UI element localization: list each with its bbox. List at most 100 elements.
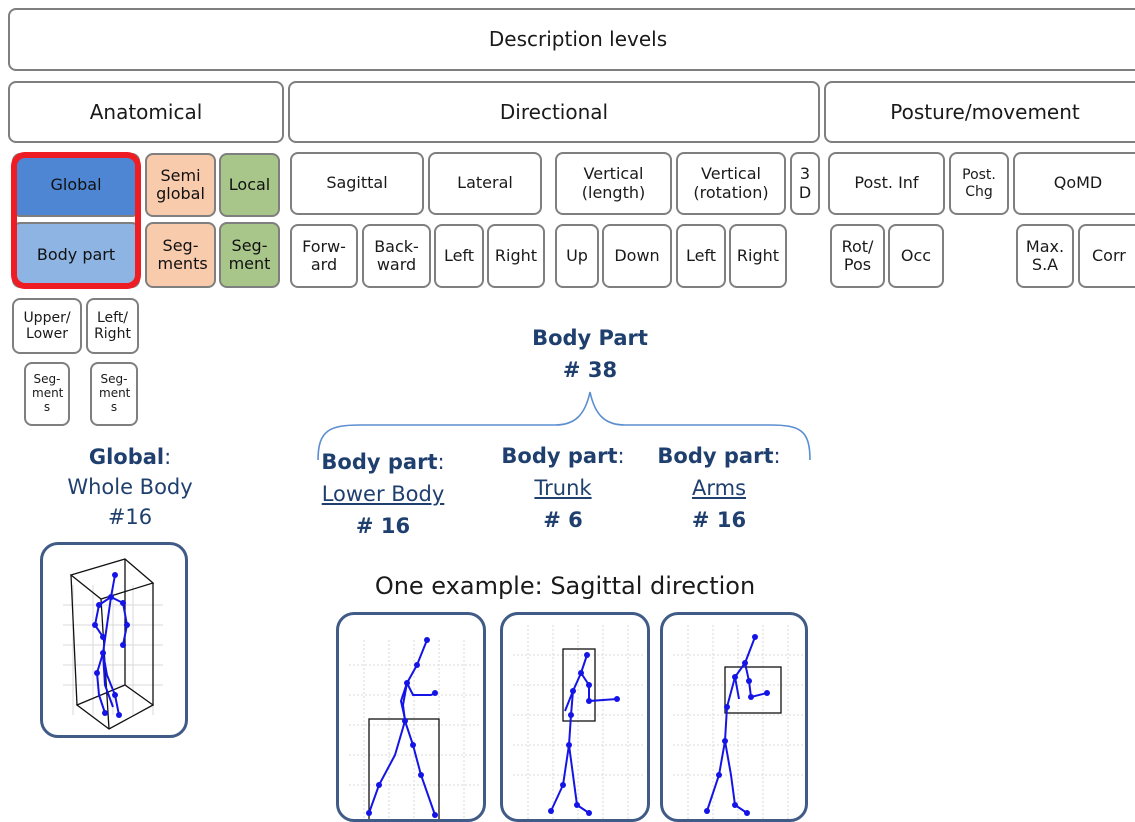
- left-label: Left: [443, 245, 475, 265]
- part-lower-body-head: Body part: [321, 450, 438, 474]
- part-trunk-colon: :: [617, 444, 625, 468]
- figure-trunk: [500, 612, 650, 822]
- category-posture: Posture/movement: [824, 81, 1135, 143]
- brace-path: [317, 391, 811, 461]
- left-right-box: Left/ Right: [86, 298, 139, 354]
- down-box: Down: [602, 224, 672, 288]
- trunk-plot: [513, 625, 643, 819]
- part-lower-body-count: # 16: [355, 514, 411, 538]
- forward-box: Forw- ard: [290, 224, 358, 288]
- part-arms-colon: :: [773, 444, 781, 468]
- right-box: Right: [487, 224, 545, 288]
- category-anatomical: Anatomical: [8, 81, 284, 143]
- segment-box: Seg- ment: [219, 222, 280, 288]
- part-trunk-name: Trunk: [534, 476, 592, 500]
- segment-label: Seg- ment: [228, 235, 271, 273]
- qomd-box: QoMD: [1013, 152, 1135, 215]
- part-lower-body-colon: :: [437, 450, 445, 474]
- backward-label: Back- ward: [374, 236, 419, 274]
- figure-lower-body: [336, 612, 486, 822]
- part-arms-head: Body part: [657, 444, 774, 468]
- vertical-length-box: Vertical (length): [555, 152, 672, 215]
- max-sa-box: Max. S.A: [1016, 224, 1074, 288]
- body-part-label: Body part: [36, 244, 116, 264]
- global-caption-name: Whole Body: [67, 475, 193, 499]
- arms-plot: [673, 625, 803, 819]
- part-lower-body: Body part: Lower Body # 16: [290, 446, 476, 542]
- part-trunk-head: Body part: [501, 444, 618, 468]
- global-caption-head: Global: [88, 445, 165, 469]
- post-chg-label: Post. Chg: [962, 167, 996, 200]
- three-d-label: 3 D: [798, 164, 812, 202]
- rot-pos-box: Rot/ Pos: [830, 224, 885, 288]
- part-arms-count: # 16: [691, 508, 747, 532]
- part-lower-body-name: Lower Body: [321, 482, 445, 506]
- lateral-label: Lateral: [457, 173, 513, 193]
- sagittal-box: Sagittal: [290, 152, 424, 215]
- corr-label: Corr: [1092, 245, 1126, 265]
- backward-box: Back- ward: [362, 224, 431, 288]
- occ-box: Occ: [888, 224, 944, 288]
- global-caption-count: #16: [107, 505, 153, 529]
- global-label: Global: [50, 174, 102, 194]
- segments-label: Seg- ments: [157, 235, 208, 273]
- vertical-rotation-label: Vertical (rotation): [693, 164, 769, 202]
- max-sa-label: Max. S.A: [1025, 236, 1065, 274]
- part-arms: Body part: Arms # 16: [626, 440, 812, 536]
- segments-box: Seg- ments: [145, 222, 216, 288]
- local-label: Local: [228, 174, 271, 194]
- lower-body-plot: [349, 637, 479, 819]
- left-right-label: Left/ Right: [94, 309, 131, 342]
- left2-box: Left: [676, 224, 726, 288]
- part-arms-name: Arms: [691, 476, 747, 500]
- segments-sub-box-2: Seg- ment s: [90, 362, 138, 426]
- up-label: Up: [566, 245, 588, 265]
- figure-whole-body: [40, 542, 188, 738]
- part-trunk-count: # 6: [543, 508, 583, 532]
- title-box: Description levels: [8, 8, 1135, 71]
- forward-label: Forw- ard: [302, 236, 346, 274]
- qomd-label: QoMD: [1053, 173, 1103, 193]
- corr-box: Corr: [1078, 224, 1135, 288]
- right2-label: Right: [736, 245, 780, 265]
- left-box: Left: [434, 224, 484, 288]
- semi-global-label: Semi global: [156, 165, 205, 203]
- rot-pos-label: Rot/ Pos: [841, 236, 874, 274]
- semi-global-box: Semi global: [145, 153, 216, 217]
- left2-label: Left: [685, 245, 717, 265]
- global-box: Global: [12, 153, 140, 217]
- local-box: Local: [219, 153, 280, 217]
- category-directional: Directional: [288, 81, 820, 143]
- category-anatomical-label: Anatomical: [89, 99, 203, 124]
- vertical-rotation-box: Vertical (rotation): [676, 152, 786, 215]
- post-chg-box: Post. Chg: [949, 152, 1009, 215]
- segments-sub-label-1: Seg- ment s: [32, 372, 64, 414]
- category-directional-label: Directional: [499, 99, 609, 124]
- example-caption: One example: Sagittal direction: [374, 572, 756, 600]
- global-caption-colon: :: [164, 445, 172, 469]
- global-caption: Global: Whole Body #16: [20, 442, 240, 532]
- sagittal-label: Sagittal: [326, 173, 388, 193]
- body-part-heading-title: Body Part: [532, 326, 648, 350]
- body-part-heading: Body Part # 38: [470, 322, 710, 386]
- three-d-box: 3 D: [790, 152, 820, 215]
- post-inf-label: Post. Inf: [854, 173, 919, 193]
- highlight-frame: [11, 152, 141, 289]
- upper-lower-box: Upper/ Lower: [12, 298, 82, 354]
- segments-sub-label-2: Seg- ment s: [99, 372, 131, 414]
- segments-sub-box-1: Seg- ment s: [24, 362, 70, 426]
- figure-arms: [660, 612, 808, 822]
- whole-body-plot: [63, 558, 163, 730]
- post-inf-box: Post. Inf: [828, 152, 945, 215]
- right2-box: Right: [729, 224, 787, 288]
- category-posture-label: Posture/movement: [890, 99, 1080, 124]
- vertical-length-label: Vertical (length): [581, 164, 646, 202]
- body-part-heading-count: # 38: [562, 358, 618, 382]
- occ-label: Occ: [900, 245, 932, 265]
- up-box: Up: [555, 224, 599, 288]
- part-trunk: Body part: Trunk # 6: [470, 440, 656, 536]
- lateral-box: Lateral: [428, 152, 542, 215]
- down-label: Down: [614, 245, 660, 265]
- upper-lower-label: Upper/ Lower: [23, 309, 71, 342]
